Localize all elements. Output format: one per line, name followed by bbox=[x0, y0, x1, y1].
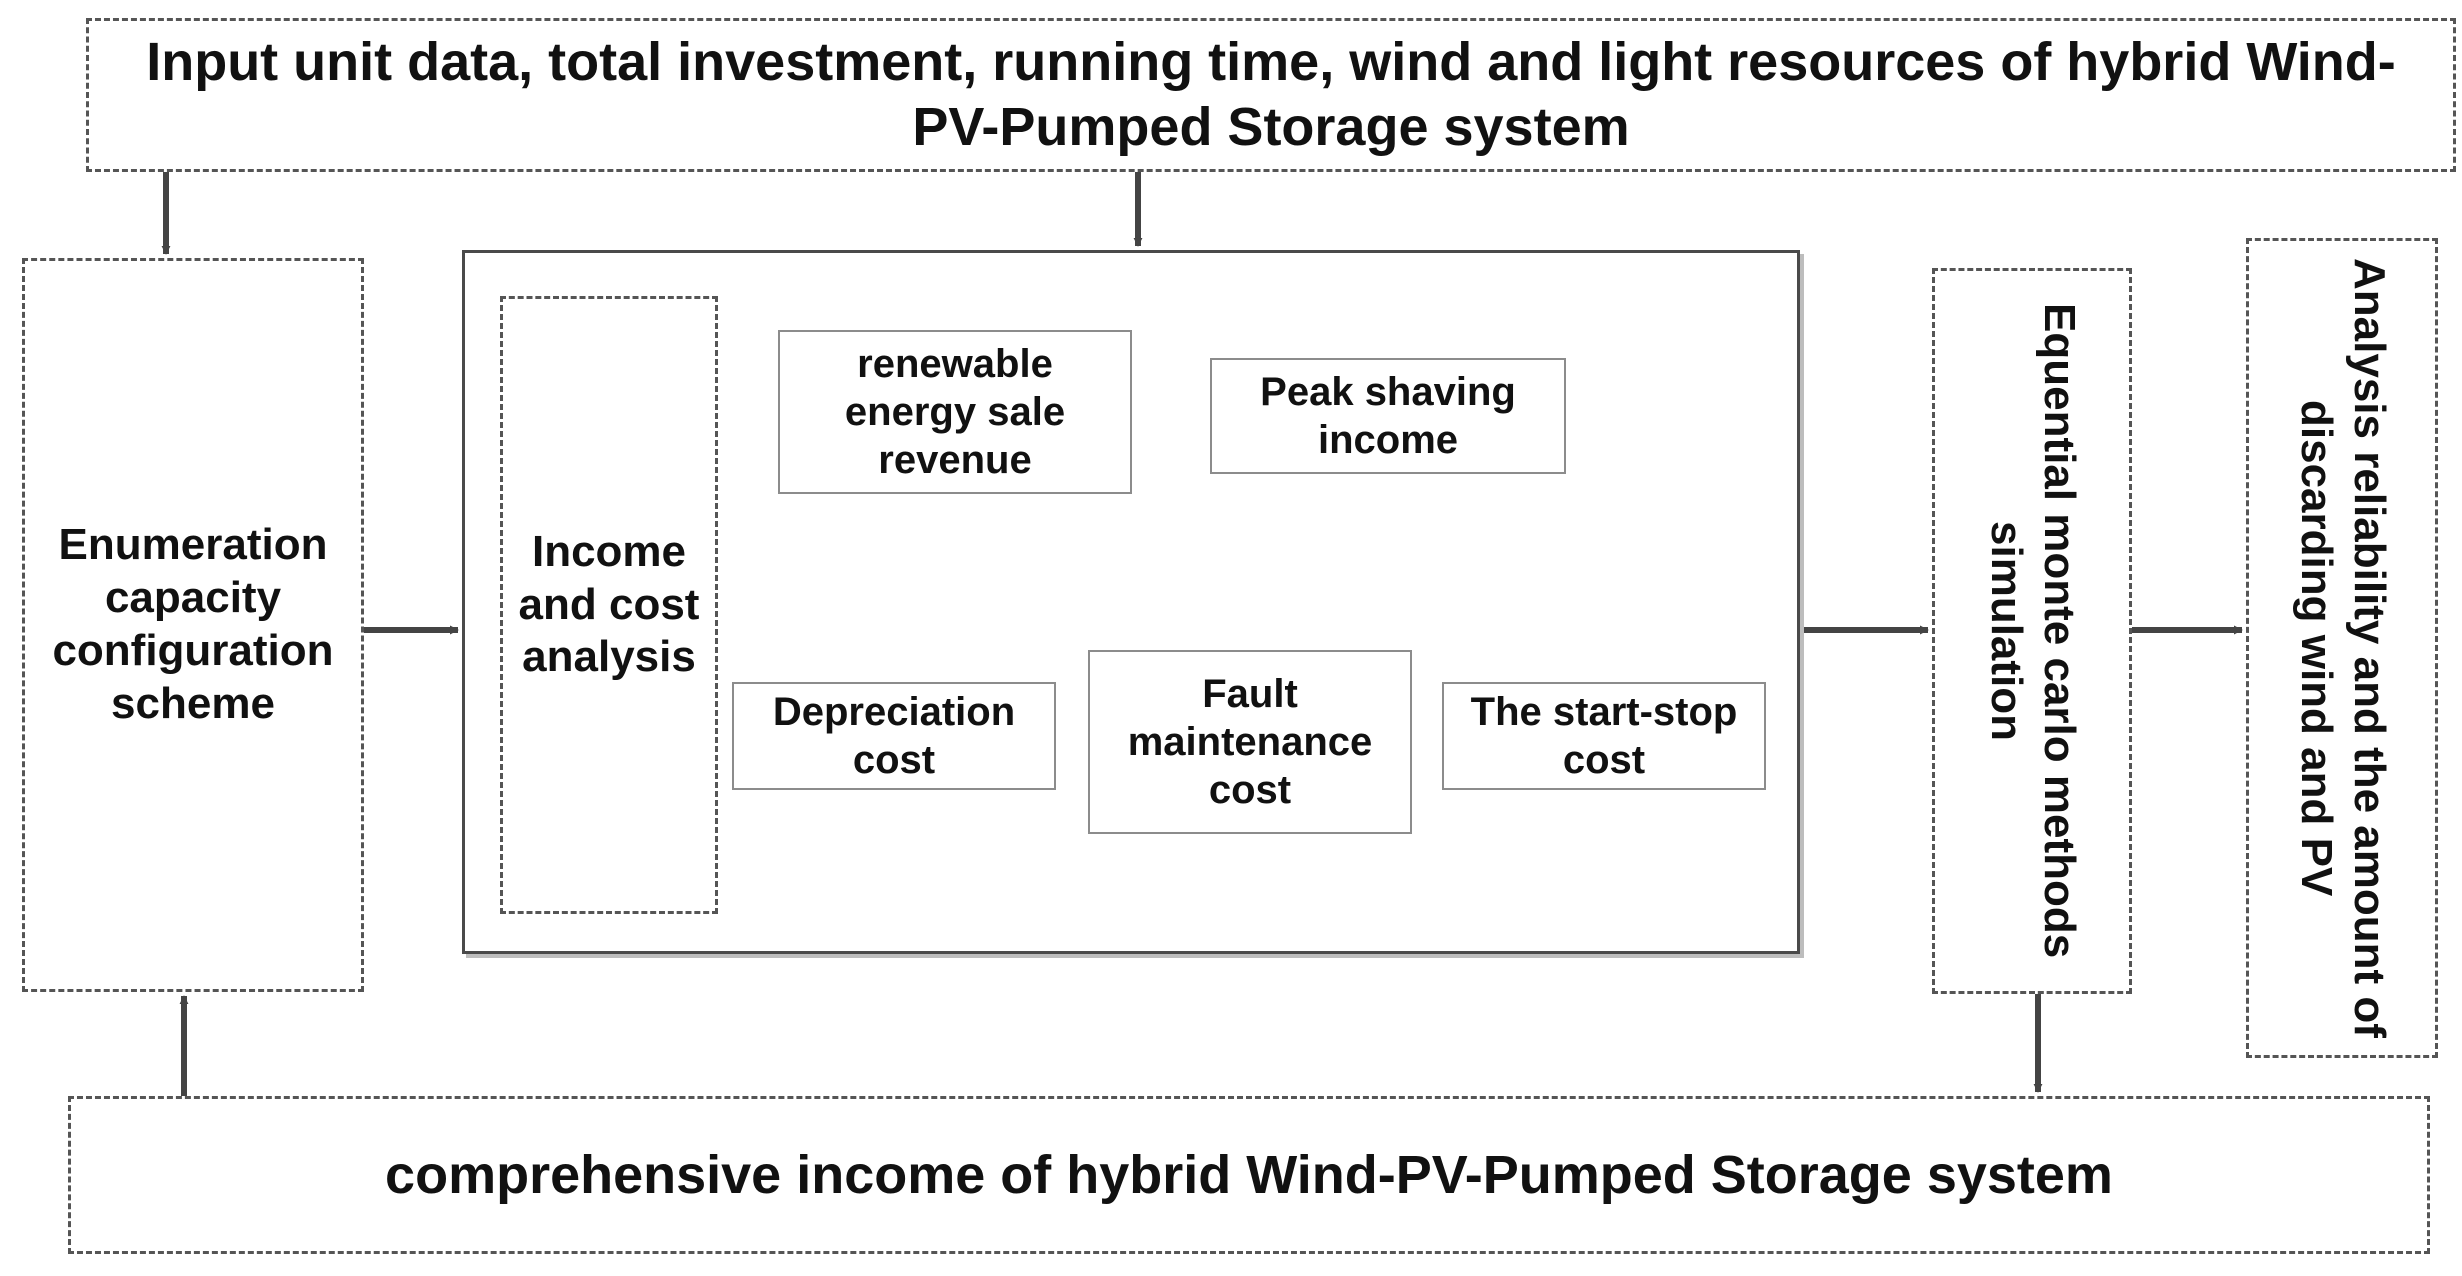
income-cost-analysis-text: Income and cost analysis bbox=[518, 526, 700, 682]
depreciation-cost-text: Depreciation cost bbox=[772, 690, 1016, 782]
input-data-box: Input unit data, total investment, runni… bbox=[86, 18, 2456, 172]
peak-shaving-box: Peak shaving income bbox=[1210, 358, 1566, 474]
monte-carlo-simulation-text: Equential monte carlo methods simulation bbox=[1982, 303, 2084, 959]
start-stop-cost-text: The start-stop cost bbox=[1470, 690, 1738, 782]
reliability-analysis-box: Analysis reliability and the amount of d… bbox=[2246, 238, 2438, 1058]
income-cost-analysis-box: Income and cost analysis bbox=[500, 296, 718, 914]
enumeration-scheme-text: Enumeration capacity configuration schem… bbox=[52, 520, 334, 728]
comprehensive-income-box: comprehensive income of hybrid Wind-PV-P… bbox=[68, 1096, 2430, 1254]
start-stop-cost-box: The start-stop cost bbox=[1442, 682, 1766, 790]
comprehensive-income-text: comprehensive income of hybrid Wind-PV-P… bbox=[385, 1144, 2113, 1205]
fault-maintenance-text: Fault maintenance cost bbox=[1127, 672, 1373, 812]
reliability-analysis-text: Analysis reliability and the amount of d… bbox=[2292, 258, 2394, 1038]
fault-maintenance-box: Fault maintenance cost bbox=[1088, 650, 1412, 834]
input-data-text: Input unit data, total investment, runni… bbox=[146, 32, 2396, 157]
peak-shaving-text: Peak shaving income bbox=[1260, 370, 1516, 462]
depreciation-cost-box: Depreciation cost bbox=[732, 682, 1056, 790]
income-cost-frame bbox=[462, 250, 1800, 954]
enumeration-scheme-box: Enumeration capacity configuration schem… bbox=[22, 258, 364, 992]
renewable-revenue-box: renewable energy sale revenue bbox=[778, 330, 1132, 494]
monte-carlo-simulation-box: Equential monte carlo methods simulation bbox=[1932, 268, 2132, 994]
renewable-revenue-text: renewable energy sale revenue bbox=[844, 342, 1066, 482]
